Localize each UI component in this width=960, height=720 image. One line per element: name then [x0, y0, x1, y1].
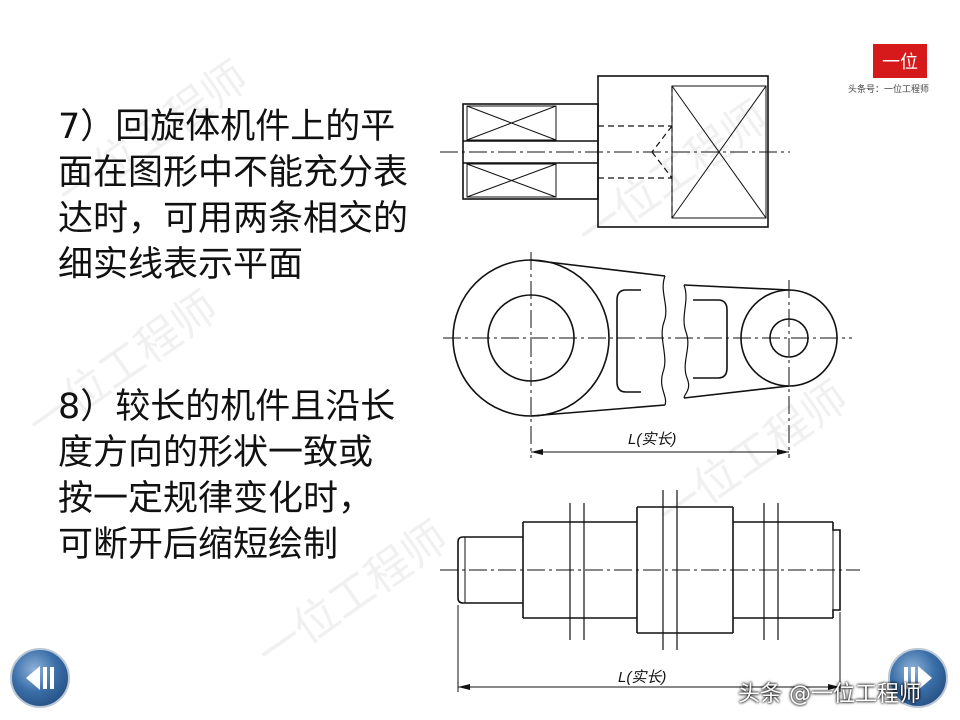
brand-logo: 一位 — [873, 44, 927, 78]
drawing-flat-planes — [440, 75, 790, 228]
text-line: 可断开后缩短绘制 — [58, 525, 339, 565]
skip-forward-icon — [904, 666, 932, 690]
text-line: 7）回旋体机件上的平 — [58, 107, 396, 147]
text-line: 按一定规律变化时， — [58, 479, 374, 519]
text-line: 度方向的形状一致或 — [58, 433, 374, 473]
section-7-text: 7）回旋体机件上的平 面在图形中不能充分表 达时，可用两条相交的 细实线表示平面 — [58, 104, 408, 288]
logo-caption: 头条号：一位工程师 — [848, 85, 930, 95]
skip-back-icon — [26, 666, 54, 690]
text-line: 细实线表示平面 — [58, 245, 304, 285]
drawing-shaft-broken — [440, 490, 860, 692]
text-line: 8）较长的机件且沿长 — [58, 387, 396, 427]
text-line: 达时，可用两条相交的 — [58, 199, 409, 239]
previous-slide-button[interactable] — [10, 648, 70, 708]
next-slide-button[interactable] — [888, 648, 948, 708]
dimension-label-shaft: L(实长) — [618, 669, 666, 686]
footer-credit: 头条 @一位工程师 — [738, 682, 921, 707]
drawing-link-broken — [443, 252, 852, 458]
section-8-text: 8）较长的机件且沿长 度方向的形状一致或 按一定规律变化时， 可断开后缩短绘制 — [58, 384, 395, 568]
text-line: 面在图形中不能充分表 — [58, 153, 409, 193]
dimension-label-link: L(实长) — [628, 431, 676, 448]
